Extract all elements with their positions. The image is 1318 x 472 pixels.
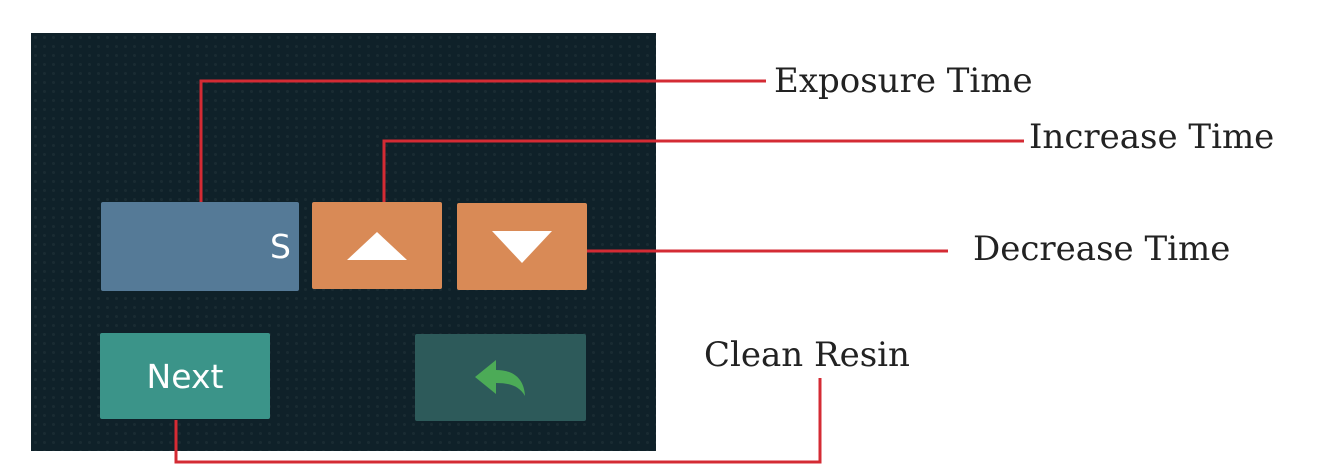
back-button[interactable] [415,334,586,421]
exposure-time-unit: S [270,227,291,266]
back-arrow-icon [474,359,525,396]
exposure-time-label: Exposure Time [774,61,1033,101]
decrease-time-label: Decrease Time [973,229,1231,269]
next-button[interactable]: Next [100,333,270,419]
increase-time-label: Increase Time [1029,117,1275,157]
clean-resin-label: Clean Resin [704,335,910,375]
increase-time-button[interactable] [312,202,442,289]
triangle-up-icon [347,231,407,260]
triangle-down-icon [492,230,552,263]
decrease-time-button[interactable] [457,203,587,290]
exposure-time-field[interactable]: S [101,202,299,291]
